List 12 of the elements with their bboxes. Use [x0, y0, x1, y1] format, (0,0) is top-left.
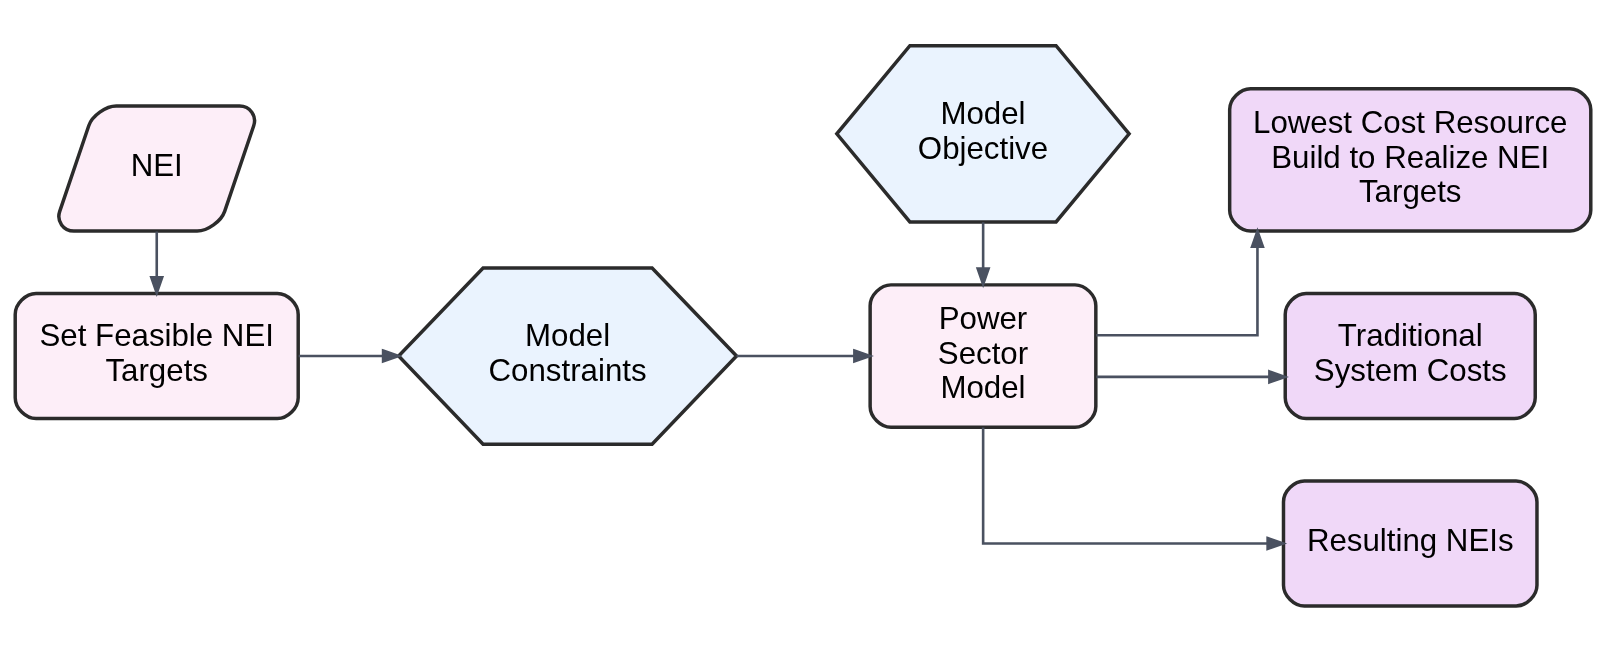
node-box: Power Sector Model — [868, 282, 1098, 429]
arrow — [981, 427, 1288, 551]
node-box: Resulting NEIs — [1281, 478, 1539, 608]
arrow — [975, 221, 991, 288]
arrow — [1096, 226, 1265, 337]
arrow — [736, 348, 874, 363]
arrow — [1096, 369, 1289, 384]
node-box: Traditional System Costs — [1283, 291, 1537, 420]
arrow — [149, 231, 165, 297]
node-box: Lowest Cost Resource Build to Realize NEI Targets — [1227, 86, 1593, 233]
arrow — [298, 348, 403, 363]
node-box: Set Feasible NEI Targets — [13, 291, 300, 420]
